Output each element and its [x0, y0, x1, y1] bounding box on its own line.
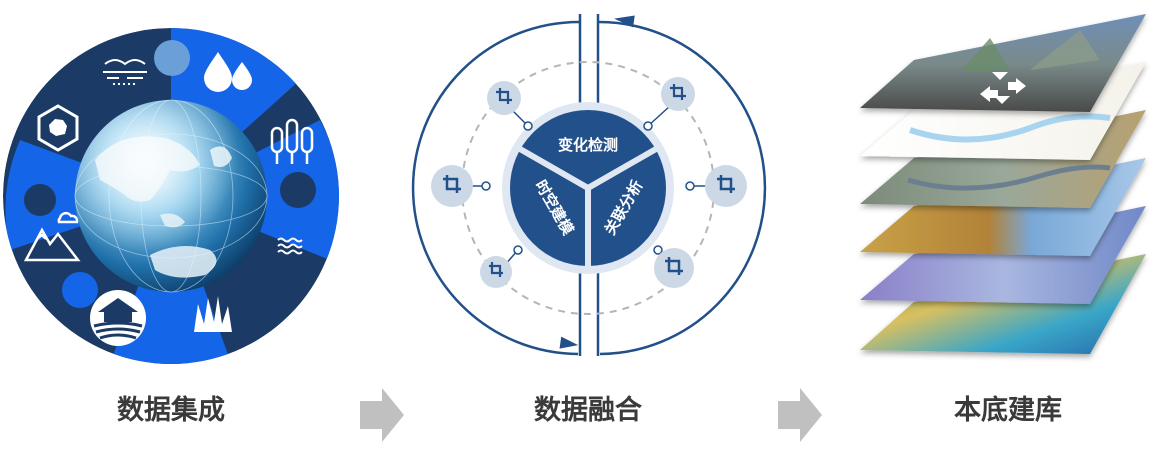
crop-node-left	[431, 165, 473, 207]
right-cycle-arc	[597, 20, 767, 356]
crop-node-right	[705, 165, 747, 207]
map-layer-street-view	[860, 14, 1146, 112]
crop-node-bottom-left	[480, 256, 512, 288]
water-waves-icon	[277, 237, 303, 255]
crop-node-bottom-right	[654, 248, 694, 288]
step-label-data-integration: 数据集成	[117, 395, 225, 426]
data-integration-figure	[0, 0, 340, 370]
left-cycle-arc	[411, 20, 581, 356]
segment-change-detection: 变化检测	[558, 136, 618, 154]
mountain-cloud-icon	[23, 211, 81, 262]
arrow-head-bottom-icon	[559, 336, 579, 349]
crop-node-top-right	[661, 77, 695, 111]
crop-node-top-left	[487, 81, 521, 115]
grassland-icon	[194, 296, 232, 332]
arrow-right-icon	[778, 388, 822, 447]
globe-image	[74, 99, 268, 293]
step-label-data-fusion: 数据融合	[534, 395, 642, 426]
layer-stack-figure	[850, 0, 1170, 370]
data-fusion-diagram: 变化检测 时空建模 关联分析	[410, 0, 770, 370]
land-field-icon	[103, 59, 147, 85]
step-label-baseline-database: 本底建库	[954, 395, 1062, 426]
arrow-head-top-icon	[614, 15, 635, 28]
forest-trees-icon	[270, 118, 314, 164]
navigation-arrows-icon	[980, 72, 1026, 104]
water-drops-icon	[204, 52, 252, 92]
arrow-right-icon	[360, 388, 404, 447]
china-map-icon	[37, 104, 79, 152]
farmland-house-icon	[90, 290, 146, 346]
